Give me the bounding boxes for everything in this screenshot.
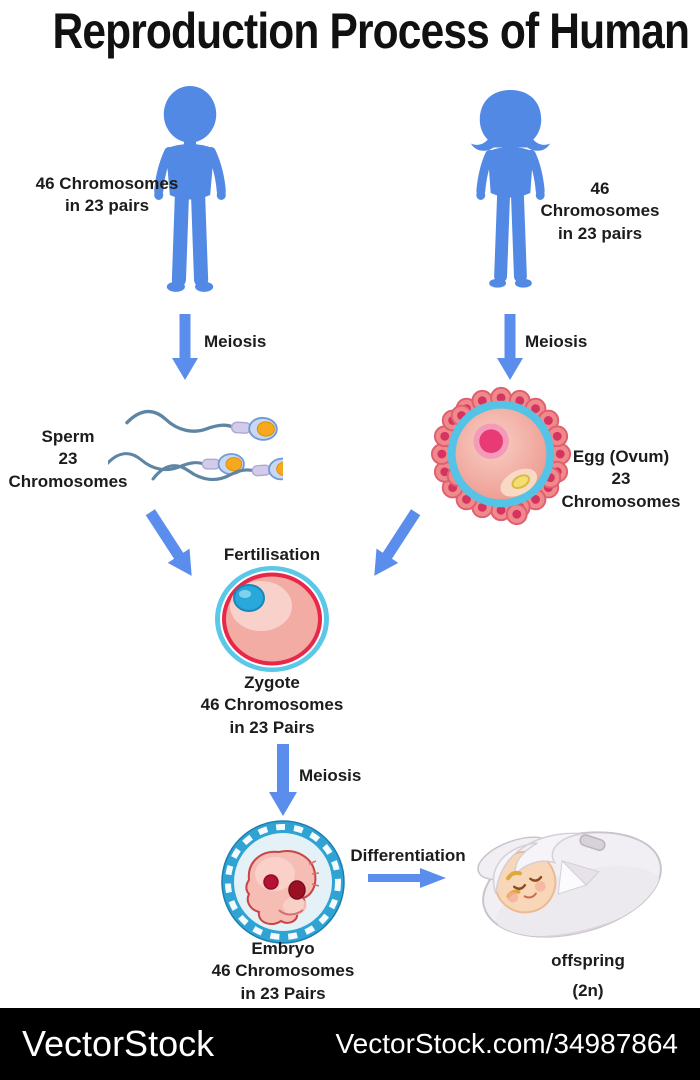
offspring-label: offspring xyxy=(551,951,625,970)
ploidy-label: (2n) xyxy=(572,981,604,1000)
female-figure-icon xyxy=(452,88,570,306)
egg-label: Egg (Ovum) 23 Chromosomes xyxy=(561,447,681,511)
meiosis-arrow-female-icon xyxy=(497,314,523,380)
egg-ovum-icon xyxy=(428,382,576,530)
watermark-bar: VectorStock VectorStock.com/34987864 xyxy=(0,1008,700,1080)
zygote-meiosis-label: Meiosis xyxy=(299,766,362,785)
baby-offspring-icon xyxy=(472,824,672,946)
sperm-icon xyxy=(108,400,283,500)
fertilisation-label: Fertilisation xyxy=(223,545,321,564)
zygote-icon xyxy=(205,558,340,683)
male-figure-icon xyxy=(128,86,252,308)
watermark-brand: VectorStock xyxy=(22,1023,215,1064)
embryo-icon xyxy=(219,818,347,946)
male-chromosomes-label: 46 Chromosomes in 23 pairs xyxy=(35,174,179,216)
female-chromosomes-label: 46 Chromosomes in 23 pairs xyxy=(540,179,660,243)
male-meiosis-label: Meiosis xyxy=(204,332,267,351)
embryo-label: Embryo 46 Chromosomes in 23 Pairs xyxy=(211,939,355,1003)
arrow-sperm-to-zygote-icon xyxy=(139,505,202,583)
differentiation-arrow-icon xyxy=(368,868,446,888)
female-meiosis-label: Meiosis xyxy=(525,332,588,351)
differentiation-label: Differentiation xyxy=(350,846,466,865)
meiosis-arrow-zygote-icon xyxy=(269,744,297,816)
meiosis-arrow-male-icon xyxy=(172,314,198,380)
page-title: Reproduction Process of Human xyxy=(52,3,690,59)
zygote-label: Zygote 46 Chromosomes in 23 Pairs xyxy=(200,673,344,737)
watermark-url: VectorStock.com/34987864 xyxy=(335,1028,678,1059)
arrow-egg-to-zygote-icon xyxy=(363,505,426,583)
sperm-label: Sperm 23 Chromosomes xyxy=(8,427,128,491)
